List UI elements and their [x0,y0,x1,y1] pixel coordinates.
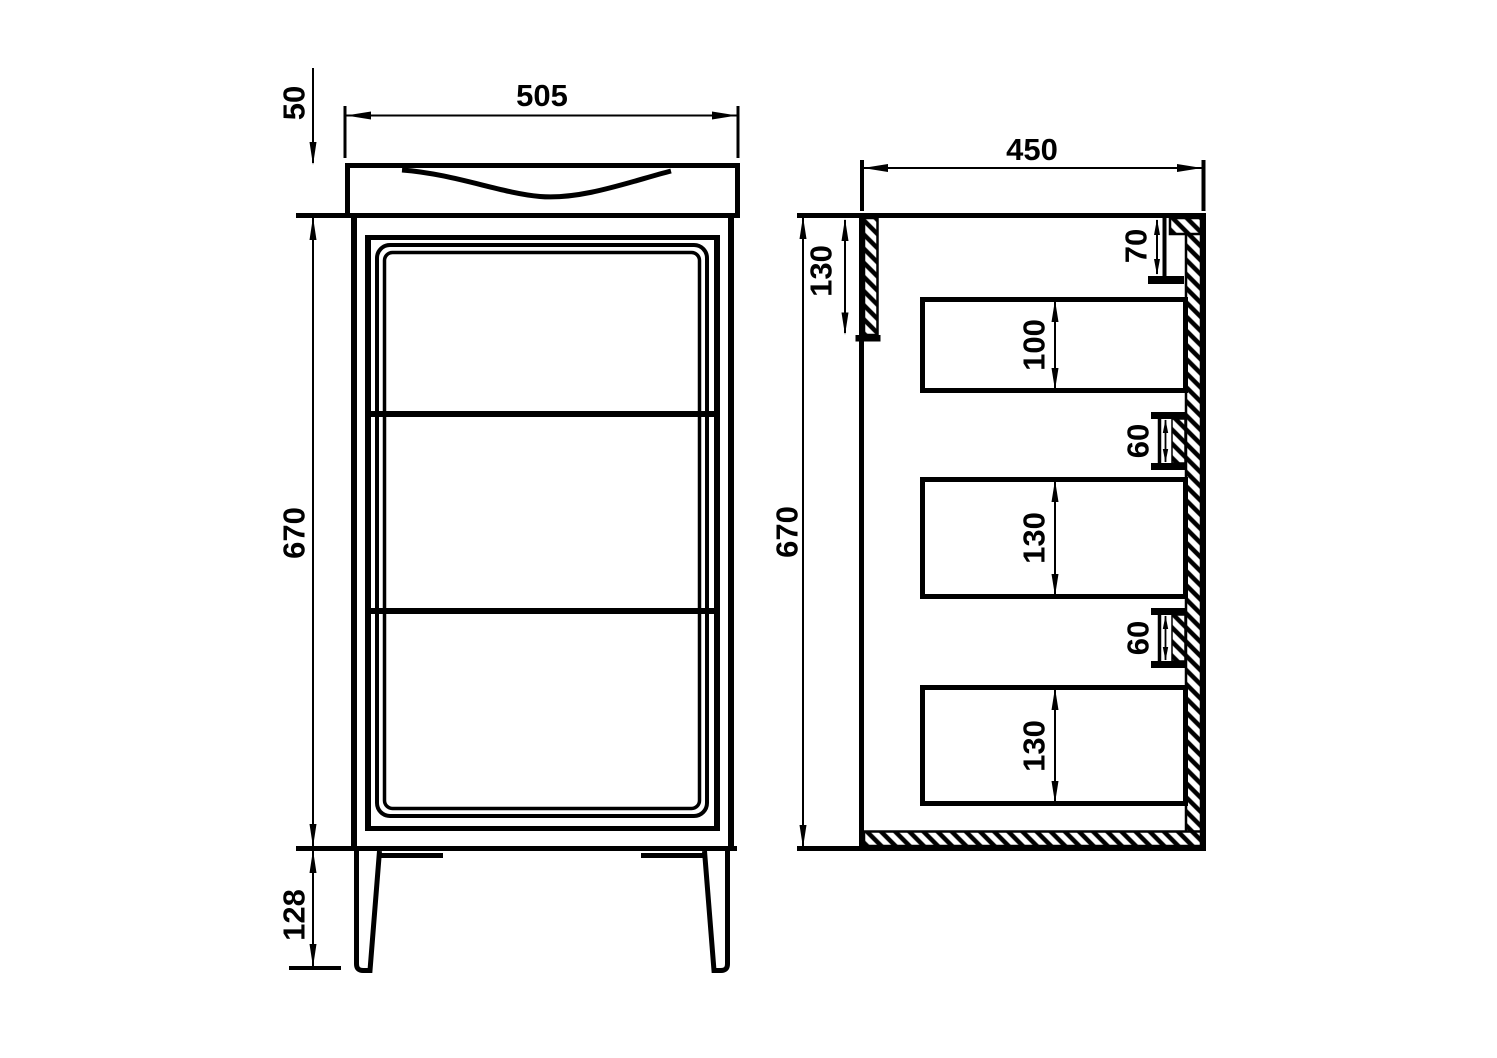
dim-label-130-middle: 130 [1017,512,1052,564]
dim-label-670-side: 670 [770,506,805,558]
top-rail-70 [1148,218,1184,284]
back-panel-hatch [1184,216,1203,848]
drawer-top-box [920,297,1188,393]
dim-670-front [309,217,317,847]
rail-60-lower [1151,608,1186,668]
dim-130-drawer-middle [1051,480,1059,596]
top-corner-hatch [1168,216,1203,236]
front-apron-hatch [862,216,879,337]
panel-frame-inner [382,250,702,811]
dim-128 [309,849,317,967]
dim-label-505: 505 [516,78,568,113]
left-leg [354,850,382,973]
drawer-bottom-box [920,685,1188,806]
basin-curve [401,167,672,200]
dim-label-70: 70 [1119,229,1154,263]
dim-label-60-lower: 60 [1121,621,1156,655]
dim-100-drawer-top [1051,300,1059,390]
front-view [289,68,740,973]
dim-label-670-front: 670 [277,507,312,559]
right-leg [702,850,730,973]
dim-label-450: 450 [1006,132,1058,167]
dim-label-60-upper: 60 [1121,424,1156,458]
drawer-middle-box [920,477,1188,599]
dim-505 [343,106,740,158]
dim-label-130-bottom: 130 [1017,720,1052,772]
rail-60-upper [1151,412,1186,470]
sink-top [345,163,740,218]
dim-130-inset [841,218,849,335]
front-apron-cap [855,335,881,342]
dim-label-130-inset: 130 [804,245,839,297]
dim-450 [860,160,1206,211]
dim-label-100: 100 [1017,319,1052,371]
dim-670-side [799,216,807,848]
side-view [797,160,1206,851]
dimension-labels: 505 50 670 128 450 130 670 70 100 60 130… [277,78,1156,941]
dim-130-drawer-bottom [1051,688,1059,803]
dim-label-50: 50 [277,86,312,120]
dim-label-128: 128 [277,889,312,941]
panel-frame-outer [375,243,709,818]
bottom-panel-hatch [862,830,1203,848]
